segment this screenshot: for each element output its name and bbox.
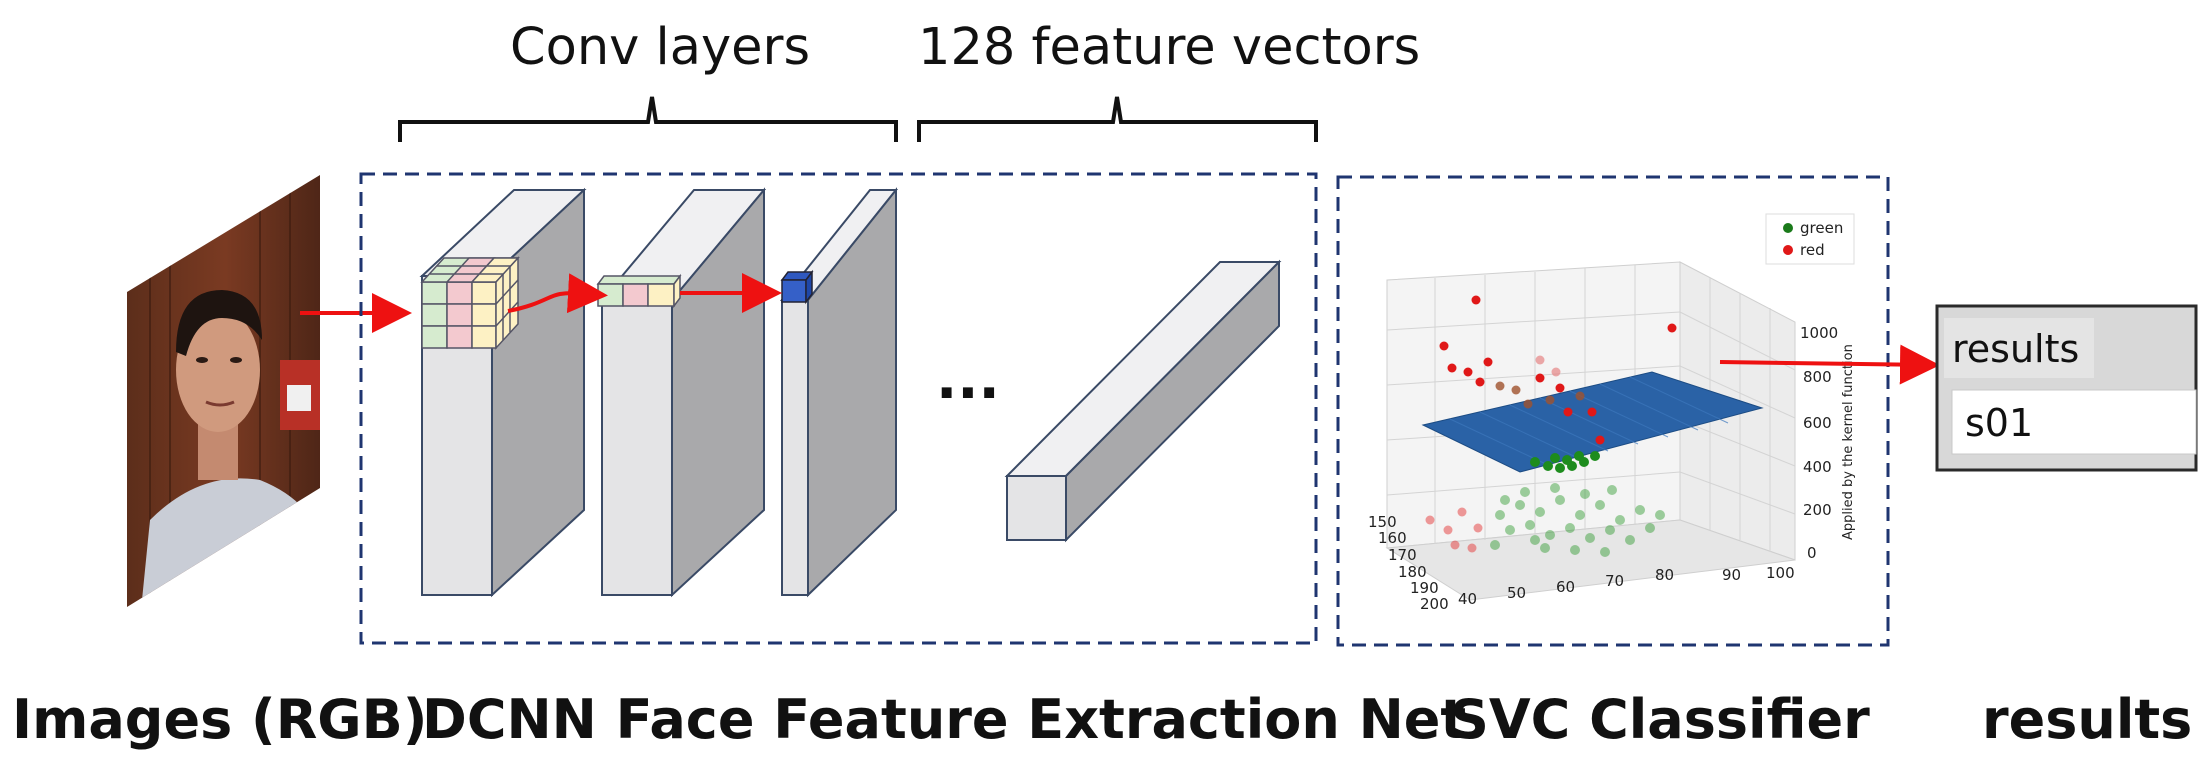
svg-text:1000: 1000 [1800, 324, 1838, 342]
scatter-legend: green red [1765, 213, 1855, 265]
svg-text:160: 160 [1378, 529, 1407, 547]
svc-dashed-box [1336, 175, 1890, 647]
conv-block-1 [419, 187, 587, 598]
results-box-header: results [1952, 327, 2079, 371]
dcnn-dashed-box [359, 172, 1318, 645]
svg-text:190: 190 [1410, 579, 1439, 597]
conv-block-3 [779, 187, 899, 598]
conv-layers-label: Conv layers [510, 18, 811, 77]
svg-text:600: 600 [1803, 414, 1832, 432]
input-face-image [127, 175, 320, 607]
conv-block-2 [596, 187, 767, 598]
svg-text:40: 40 [1458, 590, 1477, 608]
arrow-svc-to-results [1719, 344, 1940, 385]
z-axis-label: Applied by the kernel function [1841, 344, 1856, 540]
svg-text:90: 90 [1722, 566, 1741, 584]
z-axis-ticks: 0 200 400 600 800 1000 [1800, 324, 1838, 562]
svg-text:200: 200 [1420, 595, 1449, 613]
dcnn-label: DCNN Face Feature Extraction Net [422, 688, 1467, 751]
svc-label: SVC Classifier [1450, 688, 1870, 751]
svg-text:50: 50 [1507, 584, 1526, 602]
svg-text:100: 100 [1766, 564, 1795, 582]
svg-text:180: 180 [1398, 563, 1427, 581]
svc-scatter-plot: green red 0 200 400 600 800 1000 Applied… [1368, 213, 1856, 613]
legend-green-label: green [1800, 219, 1843, 237]
feature-vectors-label: 128 feature vectors [918, 18, 1421, 77]
results-box-value: s01 [1965, 401, 2033, 445]
svg-text:0: 0 [1807, 544, 1817, 562]
feature-vector-bar [1004, 259, 1282, 543]
svg-text:80: 80 [1655, 566, 1674, 584]
conv-layers-brace [398, 96, 898, 142]
y-axis-ticks: 150 160 170 180 190 200 [1368, 513, 1449, 613]
feature-vectors-brace [917, 96, 1318, 142]
results-label: results [1982, 688, 2193, 751]
svg-text:400: 400 [1803, 458, 1832, 476]
svg-text:200: 200 [1803, 501, 1832, 519]
svg-text:170: 170 [1388, 546, 1417, 564]
images-label: Images (RGB) [12, 688, 428, 751]
svg-text:70: 70 [1605, 572, 1624, 590]
results-box: results s01 [1935, 304, 2198, 472]
svc-hyperplane [1421, 371, 1764, 473]
svg-text:150: 150 [1368, 513, 1397, 531]
svg-text:60: 60 [1556, 578, 1575, 596]
ellipsis: ... [936, 347, 1000, 412]
legend-red-label: red [1800, 241, 1825, 259]
svg-text:800: 800 [1803, 368, 1832, 386]
arrow-conv1-to-conv2 [507, 273, 608, 314]
x-axis-ticks: 40 50 60 70 80 90 100 [1458, 564, 1795, 608]
